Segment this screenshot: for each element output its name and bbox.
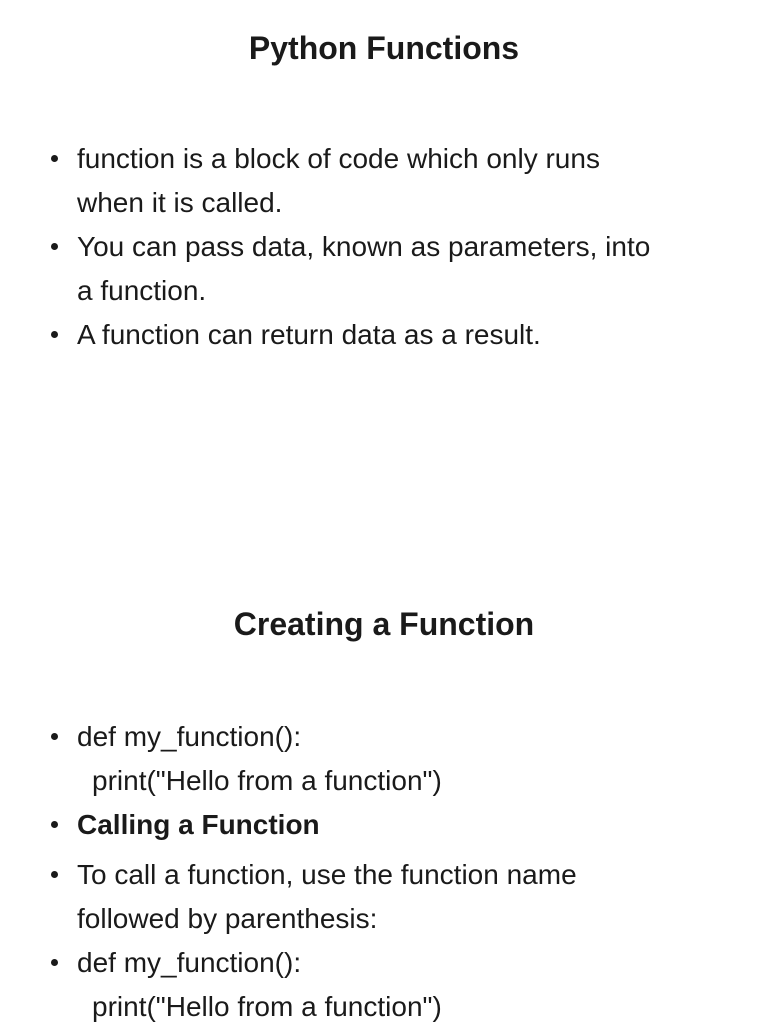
bullet-item-code: def my_function(): print("Hello from a f… <box>48 941 758 1024</box>
bullet-line: when it is called. <box>77 187 283 218</box>
bullet-icon <box>51 821 58 828</box>
bullet-item: function is a block of code which only r… <box>48 137 758 225</box>
slide2-title: Creating a Function <box>233 606 535 642</box>
slide2-bullet-list: def my_function(): print("Hello from a f… <box>48 715 758 1024</box>
bullet-line: Calling a Function <box>77 809 320 840</box>
bullet-icon <box>51 871 58 878</box>
code-line: def my_function(): <box>77 947 302 978</box>
bullet-line: You can pass data, known as parameters, … <box>77 231 651 262</box>
bullet-icon <box>51 331 58 338</box>
bullet-line: To call a function, use the function nam… <box>77 859 577 890</box>
bullet-icon <box>51 959 58 966</box>
bullet-line: followed by parenthesis: <box>77 903 378 934</box>
bullet-item-code: def my_function(): print("Hello from a f… <box>48 715 758 803</box>
code-line: print("Hello from a function") <box>92 991 442 1022</box>
slide1-title: Python Functions <box>248 30 520 66</box>
slide1-bullet-list: function is a block of code which only r… <box>48 137 758 357</box>
bullet-icon <box>51 243 58 250</box>
bullet-icon <box>51 155 58 162</box>
code-line: def my_function(): <box>77 721 302 752</box>
bullet-item: A function can return data as a result. <box>48 313 758 357</box>
bullet-line: function is a block of code which only r… <box>77 143 600 174</box>
bullet-item-heading: Calling a Function <box>48 803 758 847</box>
bullet-line: a function. <box>77 275 207 306</box>
code-line: print("Hello from a function") <box>92 765 442 796</box>
bullet-item: To call a function, use the function nam… <box>48 853 758 941</box>
bullet-icon <box>51 733 58 740</box>
bullet-line: A function can return data as a result. <box>77 319 541 350</box>
bullet-item: You can pass data, known as parameters, … <box>48 225 758 313</box>
